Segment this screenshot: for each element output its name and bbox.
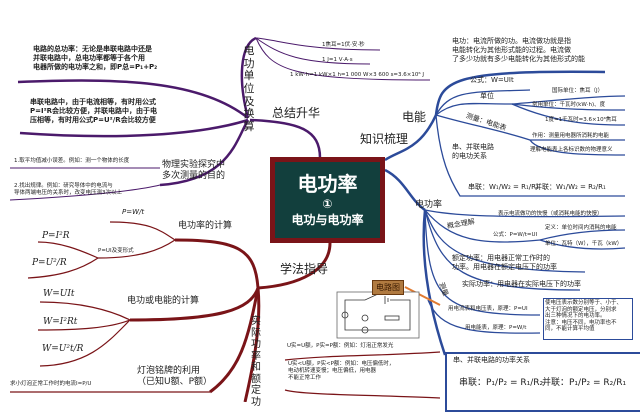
power-calc-item: P=I²R — [42, 231, 70, 241]
total-power-line: 电器所做的电功率之和，即P总=P₁+P₂ — [33, 62, 158, 71]
power-calc-label[interactable]: 电功率的计算 — [178, 221, 233, 231]
branch-method — [257, 242, 332, 290]
center-number: ① — [322, 197, 333, 211]
note-line: 注意：电压不同，电功率也不 — [545, 319, 617, 326]
branch-summary — [249, 118, 322, 159]
power-calc-item: P=UI及变形式 — [98, 248, 134, 254]
energy-relation[interactable]: 的电功关系 — [452, 151, 487, 160]
power-measure-item: 用电能表，原理：P=W/t — [465, 325, 527, 331]
circuit-tag: 电路图 — [372, 280, 404, 295]
energy-series: 串联：W₁/W₂ = R₁/R₂ — [468, 183, 539, 191]
actual-rated-label[interactable]: 实际功率和额定功 — [251, 316, 261, 408]
branch-energy — [434, 70, 606, 116]
power-calc-item: P=U²/R — [32, 258, 67, 268]
actual-rated-item: U实=U额，P实=P额：例如：灯泡正常发光 — [287, 343, 394, 349]
branch-knowledge — [384, 114, 438, 162]
experiment-item: 2.找出规律。例如：研究导体中的电流与 — [14, 183, 113, 189]
power-series: 串联：P₁/P₂ = R₁/R₂ — [459, 378, 544, 388]
experiment-item: 1.取平均值减小误差。例如：测一个物体的长度 — [14, 158, 130, 164]
unit-item: 1 kW·h=1 kW×1 h=1 000 W×3 600 s=3.6×10⁶ … — [290, 72, 424, 78]
circuit-diagram-icon — [336, 291, 420, 339]
branch-experiment — [159, 119, 250, 187]
branch-unit — [240, 36, 257, 119]
power-relation-title: 串、并联电路的功率关系 — [453, 356, 530, 364]
experiment-label[interactable]: 物理实验探究中 — [162, 160, 226, 170]
center-subtitle: 电功与电功率 — [291, 213, 364, 227]
energy-formula: 公式：W=UIt — [470, 76, 514, 84]
energy-definition: 电能转化为其他形式能的过程。电流做 — [452, 45, 571, 54]
energy-label[interactable]: 电能 — [402, 110, 427, 124]
actual-rated-item: 电动机转速变慢；电压偏低，用电器 — [288, 367, 377, 374]
actual-rated-item: 不能正常工作 — [288, 374, 322, 381]
work-calc-item: W=UIt — [43, 289, 75, 299]
energy-measure-item: 作用：测量用电器所消耗的电能 — [532, 133, 610, 139]
mind-map-branches — [9, 36, 626, 402]
energy-definition: 电功：电流所做的功。电流做功就是指 — [452, 37, 571, 45]
power-measure-item: 用电流表和电压表，原理：P=UI — [448, 306, 528, 312]
summary-label[interactable]: 总结升华 — [272, 106, 321, 120]
power-calc-item: P=W/t — [122, 208, 145, 216]
energy-unit[interactable]: 单位 — [480, 92, 494, 100]
knowledge-label[interactable]: 知识梳理 — [360, 132, 409, 146]
energy-relation[interactable]: 串、并联电路 — [452, 143, 494, 151]
power-concept-item: 单位：瓦特（W），千瓦（kW） — [545, 241, 623, 247]
central-topic[interactable]: 电功率 ① 电功与电功率 — [270, 157, 385, 243]
work-calc-item: W=U²t/R — [42, 344, 84, 354]
power-relation-box: 串、并联电路的功率关系 串联：P₁/P₂ = R₁/R₂ 并联：P₁/P₂ = … — [445, 352, 640, 412]
note-line: 出三种情况下的电功率。 — [545, 313, 606, 320]
power-measure-note: 使电压表示数分别等于、小于、 大于灯泡的额定电压，分别求 出三种情况下的电功率。… — [543, 298, 633, 340]
center-title: 电功率 — [297, 172, 358, 196]
power-concept-item: 公式：P=W/t=UI — [493, 232, 538, 238]
branch-total-power — [17, 79, 249, 119]
pointer-arrow — [404, 286, 441, 306]
formula-choice-line: P=I²R会比较方便，并联电路中，由于电 — [30, 106, 158, 115]
bulb-label[interactable]: （已知U额、P额） — [137, 377, 213, 388]
formula-choice-line: 压相等，有时用公式P=U²/R会比较方便 — [30, 115, 156, 124]
work-calc-label[interactable]: 电功或电能的计算 — [127, 296, 200, 306]
power-concept-item: 表示电流做功的快慢（或消耗电能的快慢） — [498, 211, 603, 217]
note-line: 同，不能计算平均值 — [545, 326, 595, 333]
energy-unit-item: 1度=1千瓦时=3.6×10⁶焦耳 — [545, 117, 617, 123]
branch-power — [384, 168, 426, 212]
experiment-label[interactable]: 多次测量的目的 — [162, 171, 226, 182]
unit-item: 1 J=1 V·A·s — [322, 57, 353, 63]
bulb-item: 求小灯泡正常工作时的电流I=P/U — [10, 381, 92, 387]
total-power-line: 电路的总功率：无论是串联电路中还是 — [33, 45, 152, 53]
actual-rated-item: U实<U额，P实<P额：例如：电压偏低时， — [288, 361, 395, 367]
energy-definition: 了多少功就有多少电能转化为其他形式的能 — [452, 54, 585, 63]
power-concept-item: 定义：单位时间内消耗的电能 — [545, 225, 617, 231]
work-calc-item: W=I²Rt — [43, 317, 78, 327]
energy-unit-item: 常用单位：千瓦时(kW·h)、度 — [532, 102, 606, 108]
power-rated: 功率。用电器在额定电压下的功率 — [452, 262, 557, 271]
energy-parallel: 并联：W₁/W₂ = R₂/R₁ — [535, 183, 606, 191]
unit-branch-label[interactable]: 电功单位及换算 — [243, 44, 255, 133]
power-rated: 额定功率：用电器正常工作时的 — [452, 254, 550, 262]
note-line: 大于灯泡的额定电压，分别求 — [545, 306, 617, 313]
unit-item: 1焦耳=1伏·安·秒 — [322, 42, 365, 48]
branch-formula-choice — [19, 118, 249, 138]
method-label[interactable]: 学法指导 — [280, 262, 329, 276]
experiment-item: 导体两端电压的关系时，改变电压测3次以上 — [14, 189, 123, 196]
bulb-label[interactable]: 灯泡铭牌的利用 — [137, 366, 201, 376]
power-parallel: 并联：P₁/P₂ = R₂/R₁ — [542, 378, 627, 388]
formula-choice-line: 串联电路中，由于电流相等，有时用公式 — [30, 98, 156, 106]
note-line: 使电压表示数分别等于、小于、 — [545, 300, 623, 306]
power-label[interactable]: 电功率 — [415, 200, 443, 210]
energy-measure-item: 理解电能表上各标识数的物理意义 — [530, 147, 613, 153]
total-power-line: 并联电路中，总电功率都等于各个用 — [33, 53, 145, 62]
energy-unit-item: 国际单位：焦耳（J） — [552, 88, 604, 94]
power-actual: 实际功率：用电器在实际电压下的功率 — [462, 280, 581, 288]
